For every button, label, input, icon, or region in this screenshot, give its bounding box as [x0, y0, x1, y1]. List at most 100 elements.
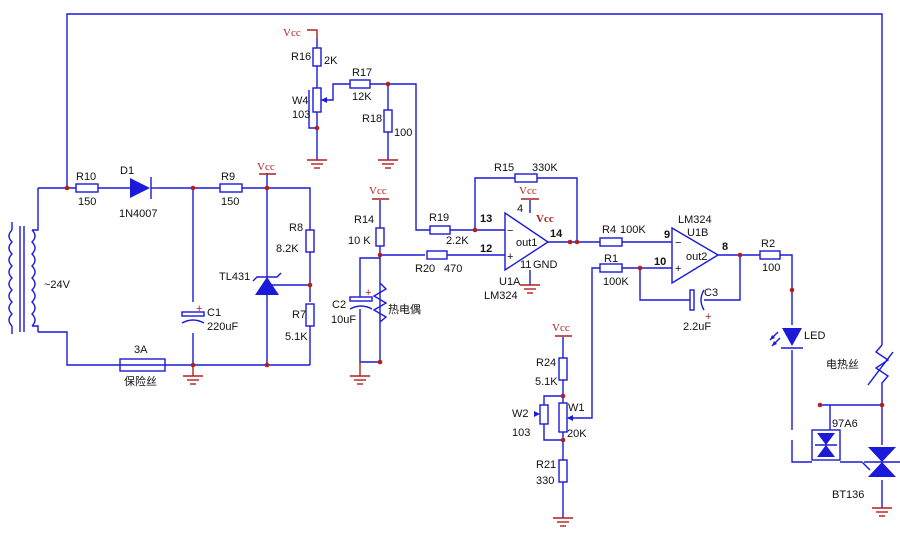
svg-text:R2: R2 — [761, 238, 775, 250]
svg-text:330K: 330K — [532, 162, 558, 174]
svg-text:TL431: TL431 — [219, 271, 250, 283]
vcc-label-opamp: Vcc — [519, 185, 537, 197]
svg-text:97A6: 97A6 — [832, 418, 858, 430]
svg-text:10: 10 — [654, 256, 666, 268]
vcc-label-r24: Vcc — [552, 322, 570, 334]
pot-w4: W4 103 — [292, 87, 327, 121]
transformer-label: ~24V — [44, 279, 71, 291]
svg-text:W2: W2 — [512, 408, 529, 420]
heater: 电热丝 — [826, 344, 894, 390]
opamp-u1b: − + out2 9 10 8 LM324 U1B — [654, 214, 728, 285]
resistor-r8: R8 8.2K — [276, 222, 315, 255]
svg-text:保险丝: 保险丝 — [124, 374, 157, 388]
ground-icon — [553, 517, 573, 527]
capacitor-c2: + C2 10uF — [331, 287, 373, 326]
svg-text:LED: LED — [804, 330, 825, 342]
svg-text:R14: R14 — [354, 214, 374, 226]
diode-d1: D1 1N4007 — [119, 165, 159, 220]
svg-text:LM324: LM324 — [484, 290, 518, 302]
svg-text:5.1K: 5.1K — [535, 376, 558, 388]
svg-text:R9: R9 — [221, 171, 235, 183]
svg-text:R16: R16 — [291, 51, 311, 63]
svg-text:100: 100 — [762, 262, 780, 274]
svg-text:4: 4 — [517, 203, 523, 215]
resistor-r17: R17 12K — [349, 67, 372, 103]
svg-text:R18: R18 — [362, 113, 382, 125]
opamp-b-out: out2 — [686, 251, 707, 263]
svg-text:20K: 20K — [567, 428, 587, 440]
svg-text:330: 330 — [536, 475, 554, 487]
opamp-a-vcc: Vcc — [536, 213, 554, 225]
svg-text:12K: 12K — [352, 91, 372, 103]
resistor-r2: R2 100 — [759, 238, 781, 274]
svg-text:W1: W1 — [568, 402, 585, 414]
svg-text:热电偶: 热电偶 — [388, 303, 421, 316]
opamp-a-plus: + — [507, 251, 513, 263]
resistor-r20: R20 470 — [415, 250, 462, 275]
vcc-symbols: Vcc Vcc Vcc Vcc Vcc — [257, 27, 572, 337]
svg-text:+: + — [365, 287, 371, 299]
svg-text:220uF: 220uF — [207, 321, 238, 333]
resistor-r9: R9 150 — [219, 171, 243, 208]
vcc-label-r14: Vcc — [369, 185, 387, 197]
resistor-r10: R10 150 — [75, 171, 99, 208]
svg-text:R8: R8 — [289, 222, 303, 234]
resistor-r15: R15 330K — [494, 162, 558, 183]
svg-text:R15: R15 — [494, 162, 514, 174]
resistor-r7: R7 5.1K — [285, 303, 315, 343]
ground-icon — [350, 362, 370, 385]
svg-text:2.2K: 2.2K — [446, 235, 469, 247]
svg-text:C2: C2 — [332, 299, 346, 311]
svg-text:2K: 2K — [324, 55, 338, 67]
ground-icon — [307, 159, 327, 169]
opamp-a-out: out1 — [516, 237, 537, 249]
svg-text:R20: R20 — [415, 263, 435, 275]
svg-text:GND: GND — [533, 259, 558, 271]
opamp-b-plus: + — [675, 263, 681, 275]
svg-text:C3: C3 — [704, 287, 718, 299]
svg-text:14: 14 — [550, 228, 563, 240]
potentiometers: W4 103 W2 103 W1 20K — [292, 87, 587, 440]
opamp-b-minus: − — [675, 237, 681, 249]
thermocouple: 热电偶 — [372, 282, 421, 323]
svg-text:150: 150 — [78, 196, 96, 208]
resistor-r1: R1 100K — [599, 253, 629, 288]
svg-text:3A: 3A — [134, 344, 148, 356]
led: LED — [769, 328, 825, 349]
vcc-label-tl431: Vcc — [257, 161, 275, 173]
opamp-a-minus: − — [507, 225, 513, 237]
ground-icon — [520, 284, 540, 294]
svg-text:+: + — [196, 303, 202, 315]
pot-w2: W2 103 — [512, 404, 549, 439]
svg-text:D1: D1 — [120, 165, 134, 177]
svg-text:R21: R21 — [536, 459, 556, 471]
svg-text:103: 103 — [512, 427, 530, 439]
svg-text:100K: 100K — [620, 224, 646, 236]
svg-text:9: 9 — [664, 229, 670, 241]
junction-dots — [64, 81, 885, 443]
capacitors: + C1 220uF + C2 10uF + C3 2.2uF — [181, 287, 718, 333]
svg-text:10 K: 10 K — [348, 235, 371, 247]
svg-text:U1A: U1A — [499, 276, 521, 288]
opamp-u1a: − + out1 13 12 14 4 11 GND Vcc U1A LM324 — [480, 203, 563, 302]
svg-text:2.2uF: 2.2uF — [683, 321, 711, 333]
svg-text:100K: 100K — [603, 276, 629, 288]
svg-text:LM324: LM324 — [678, 214, 712, 226]
wires — [38, 13, 883, 518]
resistors: R10 150 R9 150 R8 8.2K R7 5.1K R16 2K R1… — [75, 47, 781, 487]
resistor-r19: R19 2.2K — [429, 212, 469, 247]
svg-text:R1: R1 — [604, 253, 618, 265]
svg-text:R19: R19 — [429, 212, 449, 224]
ground-icon — [872, 507, 892, 517]
svg-text:R10: R10 — [76, 171, 96, 183]
resistor-r4: R4 100K — [599, 224, 646, 247]
svg-text:470: 470 — [444, 263, 462, 275]
svg-text:13: 13 — [480, 213, 492, 225]
transformer: ~24V — [8, 188, 71, 334]
resistor-r21: R21 330 — [536, 459, 568, 487]
svg-text:BT136: BT136 — [832, 489, 864, 501]
resistor-r16: R16 2K — [291, 47, 338, 67]
resistor-r14: R14 10 K — [348, 214, 385, 247]
svg-text:103: 103 — [292, 109, 310, 121]
svg-text:R7: R7 — [292, 309, 306, 321]
